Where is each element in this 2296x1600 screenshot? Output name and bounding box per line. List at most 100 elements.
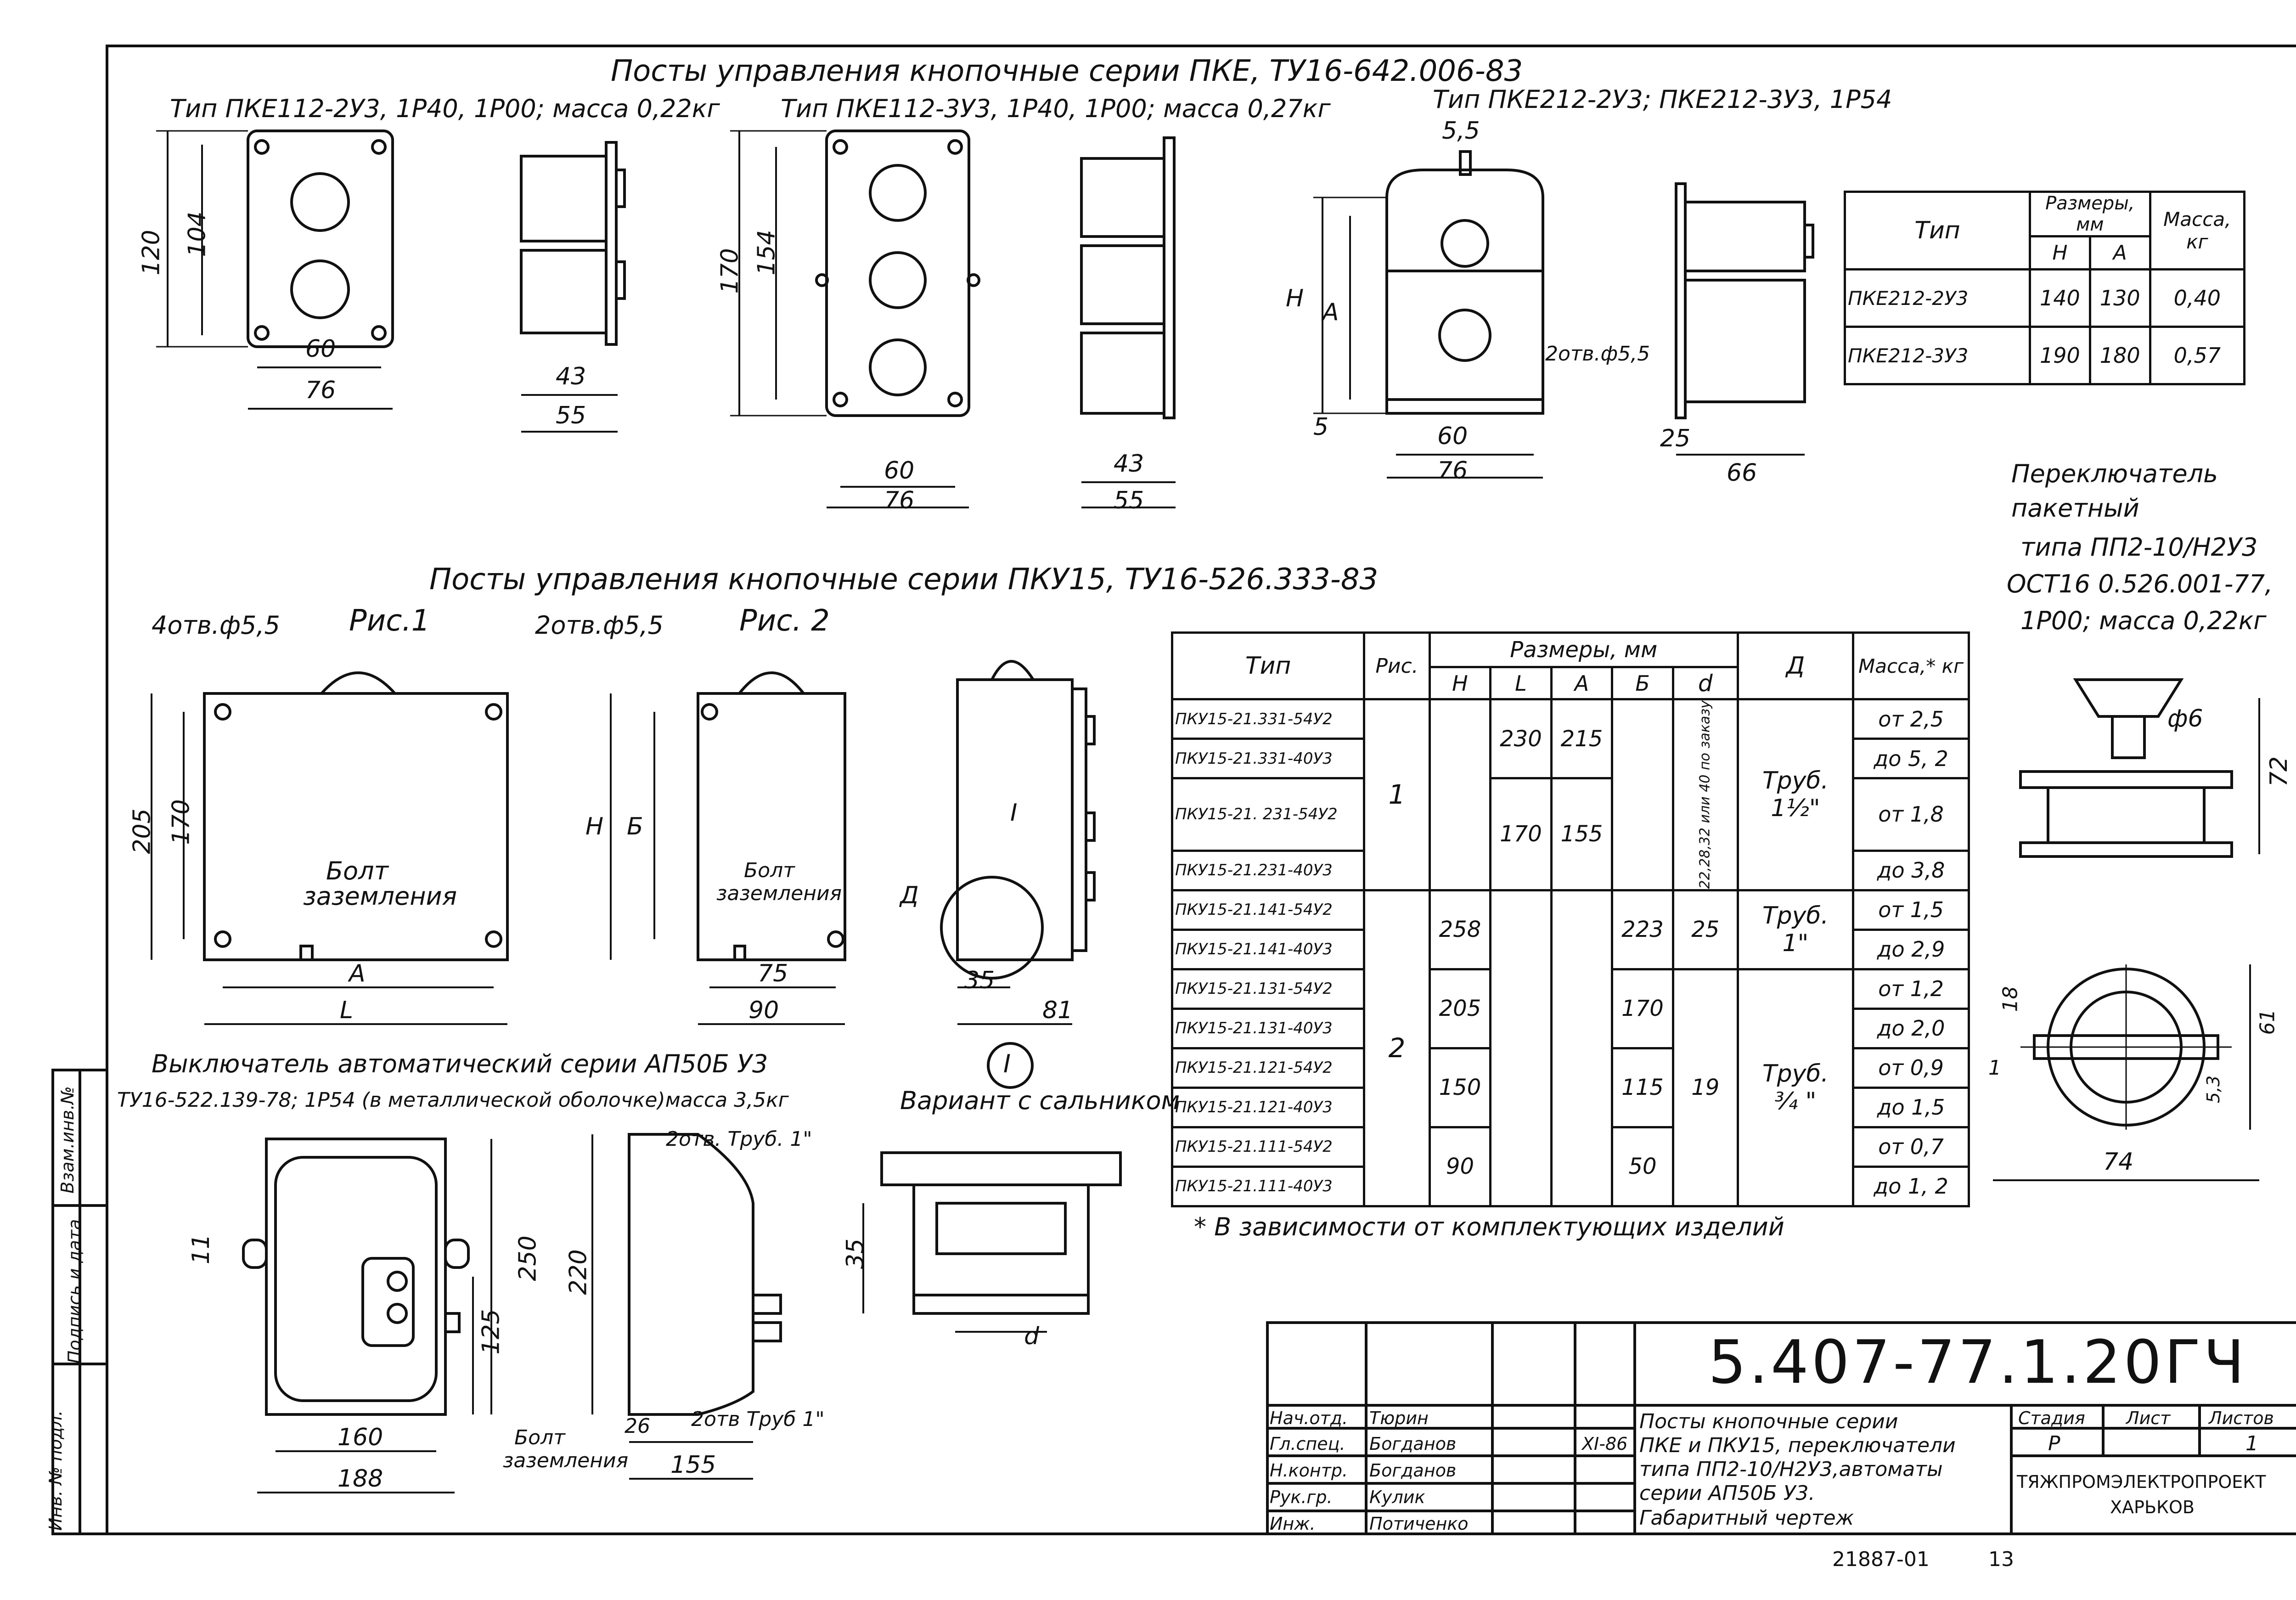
sheet-frame xyxy=(106,45,2296,1535)
pku-fig1-label: Рис.1 xyxy=(349,604,430,638)
pku-b-223: 223 xyxy=(1611,889,1674,970)
dim-43: 43 xyxy=(556,363,586,390)
dim-66: 66 xyxy=(1727,459,1757,487)
side-stamp-label: Взам.инв.№ xyxy=(57,1086,78,1194)
pku-row-type: ПКУ15-21.331-54У2 xyxy=(1171,698,1366,740)
dim-76b: 76 xyxy=(884,487,915,514)
pku-col-type: Тип xyxy=(1171,631,1366,700)
pku-row-type: ПКУ15-21.141-40У3 xyxy=(1171,928,1366,970)
switch-pp2-views xyxy=(1993,678,2260,1181)
pku-row-type: ПКУ15-21.231-40У3 xyxy=(1171,849,1366,891)
pp2-caption-line: Переключатель xyxy=(2011,459,2218,488)
pku-pipe-label: Труб. xyxy=(1762,902,1829,930)
pku-l-170: 170 xyxy=(1489,777,1553,891)
dim-76c: 76 xyxy=(1437,457,1468,485)
pku-pipe-1-5: Труб.1½" xyxy=(1736,698,1855,891)
tb-role: Инж. xyxy=(1270,1514,1316,1534)
pke-row-a: 130 xyxy=(2088,268,2151,328)
pku-fig-1: 1 xyxy=(1363,698,1431,891)
gland-title: Вариант с сальником xyxy=(900,1086,1180,1115)
dim-155: 155 xyxy=(670,1451,716,1479)
tb-role: Рук.гр. xyxy=(1270,1487,1333,1507)
pku-row-mass: до 2,9 xyxy=(1852,928,1970,970)
pku-fig-2: 2 xyxy=(1363,889,1431,1207)
pku15-table: Тип Рис. Размеры, мм Д Масса,* кг Н L А … xyxy=(1171,631,1970,1207)
dim-i-mark: I xyxy=(1010,799,1018,827)
dim-74: 74 xyxy=(2103,1148,2134,1176)
tb-sheets: 1 xyxy=(2245,1432,2258,1455)
pku-l-empty xyxy=(1489,889,1553,1207)
dim-160: 160 xyxy=(338,1424,383,1451)
pp2-caption-line: типа ПП2-10/Н2У3 xyxy=(2020,533,2258,562)
ap50-front-view xyxy=(242,1138,492,1493)
pku-row-mass: до 1, 2 xyxy=(1852,1165,1970,1207)
pku-col-mass: Масса,* кг xyxy=(1852,631,1970,700)
pku-pipe-label: Труб. xyxy=(1762,767,1829,795)
dim-170f: 170 xyxy=(167,799,195,845)
dim-5-5: 5,5 xyxy=(1442,117,1480,145)
dim-90: 90 xyxy=(748,997,779,1024)
pke-header: Посты управления кнопочные серии ПКЕ, ТУ… xyxy=(611,54,1523,88)
ground-bolt-label: заземления xyxy=(503,1449,629,1472)
pke-row-type: ПКЕ212-2У3 xyxy=(1844,268,2031,328)
ap50-holes-top: 2отв. Труб. 1" xyxy=(666,1127,812,1151)
tb-stage: Р xyxy=(2048,1432,2060,1455)
dim-188: 188 xyxy=(338,1465,383,1493)
pke112-2-side-view xyxy=(520,141,626,433)
pku-col-dims: Размеры, мм xyxy=(1428,631,1739,668)
dim-d-gland: d xyxy=(1024,1323,1040,1350)
pke212-side-view xyxy=(1675,182,1814,456)
pku-pipe-size: 1½" xyxy=(1771,794,1820,823)
page-number: 13 xyxy=(1988,1548,2014,1571)
pku-h-90: 90 xyxy=(1428,1126,1492,1207)
tb-name: Тюрин xyxy=(1369,1408,1429,1428)
pp2-caption-line: 1Р00; масса 0,22кг xyxy=(2020,606,2267,635)
dim-d-side: Д xyxy=(900,882,919,909)
dim-120: 120 xyxy=(137,230,165,276)
pke-col-h: Н xyxy=(2029,235,2091,270)
ap50-subtitle: ТУ16-522.139-78; 1Р54 (в металлической о… xyxy=(117,1088,789,1112)
dim-61: 61 xyxy=(2256,1009,2279,1035)
pke-col-mass: Масса, кг xyxy=(2149,191,2246,270)
dim-125: 125 xyxy=(477,1309,505,1355)
pku-row-mass: до 3,8 xyxy=(1852,849,1970,891)
pp2-caption-line: пакетный xyxy=(2011,494,2139,523)
dim-81: 81 xyxy=(1042,997,1073,1024)
dim-1: 1 xyxy=(1988,1056,2001,1080)
drawing-code: 5.407-77.1.20ГЧ xyxy=(1708,1327,2247,1397)
pku-b-115: 115 xyxy=(1611,1047,1674,1128)
pku-d-25: 25 xyxy=(1671,889,1739,970)
pke212-table: Тип Размеры, мм Масса, кг Н А ПКЕ212-2У3… xyxy=(1844,191,2246,385)
dim-f6: ф6 xyxy=(2167,705,2203,732)
pku-pipe-1: Труб.1" xyxy=(1736,889,1855,970)
pku-h-150: 150 xyxy=(1428,1047,1492,1128)
tb-role: Н.контр. xyxy=(1270,1460,1348,1481)
pke212-front-view xyxy=(1313,150,1544,479)
ap50-holes-bottom: 2отв Труб 1" xyxy=(691,1408,825,1431)
dim-170: 170 xyxy=(716,248,744,294)
dim-35g: 35 xyxy=(842,1238,870,1269)
pku-pipe-label: Труб. xyxy=(1762,1060,1829,1088)
dim-35: 35 xyxy=(964,967,995,994)
ap50-title: Выключатель автоматический серии АП50Б У… xyxy=(152,1049,768,1078)
pku-row-mass: от 0,9 xyxy=(1852,1047,1970,1089)
pku-col-d: d xyxy=(1671,666,1739,700)
pku-row-type: ПКУ15-21.121-40У3 xyxy=(1171,1086,1366,1128)
dim-55b: 55 xyxy=(1114,487,1144,514)
gland-section-view xyxy=(862,1151,1122,1333)
pku-row-mass: до 1,5 xyxy=(1852,1086,1970,1128)
tb-role: Гл.спец. xyxy=(1270,1434,1345,1454)
tb-desc-line: Габаритный чертеж xyxy=(1639,1506,1854,1530)
pku-row-type: ПКУ15-21.111-40У3 xyxy=(1171,1165,1366,1207)
pke212-title: Тип ПКЕ212-2У3; ПКЕ212-3У3, 1Р54 xyxy=(1433,85,1892,114)
pke112-2-title: Тип ПКЕ112-2У3, 1Р40, 1Р00; масса 0,22кг xyxy=(170,94,720,123)
tb-role: Нач.отд. xyxy=(1270,1408,1348,1428)
ground-bolt-label: заземления xyxy=(303,882,457,911)
dim-l-fig1: L xyxy=(340,997,353,1024)
tb-desc-line: серии АП50Б У3. xyxy=(1639,1482,1815,1505)
dim-b-fig2: Б xyxy=(627,813,643,840)
pku-h-empty xyxy=(1428,698,1492,891)
pku-col-h: Н xyxy=(1428,666,1492,700)
tb-sheets-label: Листов xyxy=(2209,1408,2274,1428)
